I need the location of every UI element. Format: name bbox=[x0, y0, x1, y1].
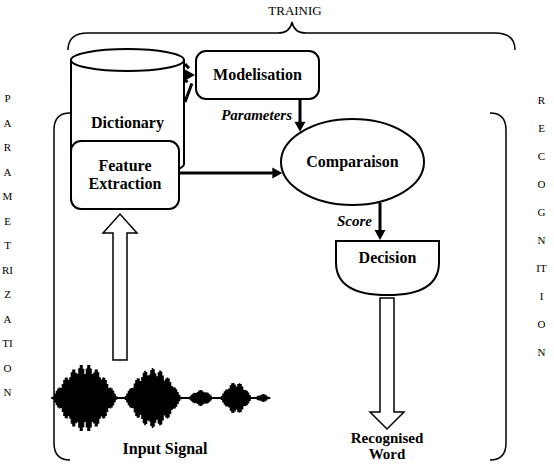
output-hollow-arrow bbox=[370, 298, 404, 429]
connector-arrow bbox=[185, 64, 195, 102]
process-box: Feature Extraction bbox=[70, 140, 180, 210]
input-label: Input Signal bbox=[90, 440, 240, 458]
process-ellipse: Comparaison bbox=[280, 118, 425, 206]
connector-line bbox=[379, 203, 382, 231]
connector-line bbox=[180, 172, 273, 175]
node-text-group: Decision bbox=[353, 249, 423, 267]
connector-arrow bbox=[375, 203, 386, 240]
group-title: TRAINIG bbox=[240, 3, 350, 19]
node-text-group: Feature Extraction bbox=[70, 157, 180, 194]
node-label: Decision bbox=[353, 249, 423, 267]
edge-label: Score bbox=[336, 213, 373, 230]
arrowhead bbox=[375, 230, 386, 240]
arrowhead bbox=[185, 70, 195, 81]
waveform bbox=[52, 365, 270, 431]
connector-line bbox=[299, 100, 302, 123]
input-hollow-arrow bbox=[103, 214, 137, 360]
node-outline bbox=[335, 240, 440, 296]
vertical-group-label: RECOGNITION bbox=[536, 86, 547, 366]
node-text-group: Modelisation bbox=[207, 66, 308, 84]
decision-shape: Decision bbox=[335, 240, 440, 296]
node-label: Dictionary bbox=[85, 114, 170, 132]
output-label: Recognised Word bbox=[337, 431, 437, 463]
node-label: Feature Extraction bbox=[70, 157, 180, 194]
node-text-group: Dictionary bbox=[85, 114, 170, 132]
training-brace bbox=[68, 22, 515, 50]
vertical-group-label: PARAMETRIZATION bbox=[2, 86, 13, 405]
node-label: Comparaison bbox=[300, 153, 404, 171]
process-box: Modelisation bbox=[195, 50, 320, 100]
node-text-group: Comparaison bbox=[300, 153, 404, 171]
connector-line bbox=[185, 64, 192, 102]
connector-arrow bbox=[295, 100, 306, 132]
node-label: Modelisation bbox=[207, 66, 308, 84]
arrowhead bbox=[272, 168, 282, 179]
recognition-bracket bbox=[490, 113, 506, 460]
edge-label: Parameters bbox=[220, 107, 293, 124]
connector-arrow bbox=[180, 168, 282, 179]
